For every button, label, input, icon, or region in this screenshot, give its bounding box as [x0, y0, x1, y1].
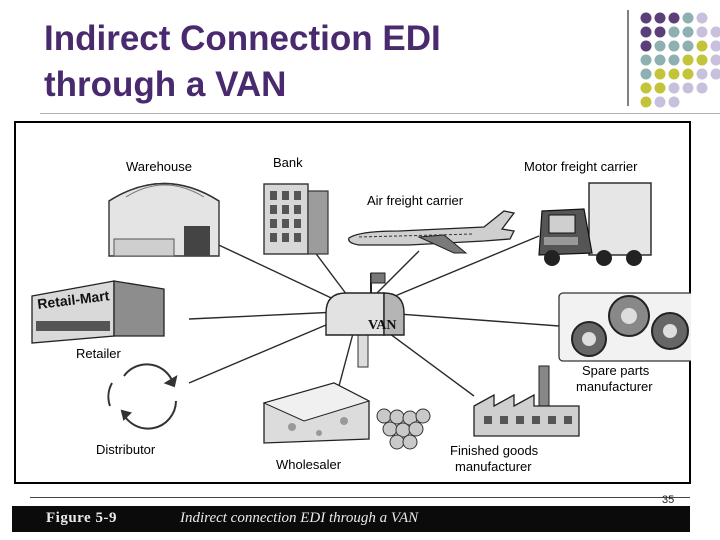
- title-line-1: Indirect Connection EDI: [44, 19, 441, 58]
- gears-icon: [558, 292, 691, 362]
- title-line-2: through a VAN: [44, 65, 287, 104]
- dot-row-7: [640, 96, 680, 108]
- label-retailer: Retailer: [76, 346, 121, 361]
- dot-row-6: [640, 82, 708, 94]
- van-mailbox-icon: VAN: [325, 272, 405, 368]
- bank-icon: [263, 183, 329, 255]
- label-motor-freight: Motor freight carrier: [524, 159, 638, 174]
- page-number: 35: [662, 494, 675, 506]
- truck-icon: [538, 182, 652, 266]
- figure-caption-bar: Figure 5-9 Indirect connection EDI throu…: [12, 506, 690, 532]
- retail-store-icon: Retail-Mart: [31, 280, 165, 344]
- label-air-freight: Air freight carrier: [367, 193, 464, 208]
- van-diagram: Warehouse Bank Air freight carrier Motor…: [31, 155, 691, 474]
- title-divider-vertical: [627, 10, 629, 106]
- caption-rule: [30, 497, 690, 498]
- dot-row-2: [640, 26, 720, 38]
- label-wholesaler: Wholesaler: [276, 457, 342, 472]
- dot-row-4: [640, 54, 720, 66]
- label-distributor: Distributor: [96, 442, 156, 457]
- warehouse-icon: [108, 182, 220, 257]
- decorative-dot-grid: [640, 12, 720, 108]
- cycle-arrows-icon: [107, 363, 178, 430]
- label-spare-parts: Spare parts: [582, 363, 650, 378]
- factory-icon: [473, 365, 580, 437]
- van-hub-label: VAN: [368, 318, 397, 333]
- label-bank: Bank: [273, 155, 303, 170]
- dot-row-3: [640, 40, 720, 52]
- dot-row-5: [640, 68, 720, 80]
- slide-title: Indirect Connection EDI through a VAN: [44, 16, 604, 108]
- title-divider-horizontal: [40, 113, 720, 114]
- figure-caption-text: Indirect connection EDI through a VAN: [180, 510, 419, 526]
- airplane-icon: [348, 210, 516, 254]
- cheese-grapes-icon: [262, 382, 431, 450]
- label-finished-goods-manufacturer: manufacturer: [455, 459, 532, 474]
- label-warehouse: Warehouse: [126, 159, 192, 174]
- figure-number: Figure 5-9: [46, 510, 117, 526]
- dot-row-1: [640, 12, 708, 24]
- label-finished-goods: Finished goods: [450, 443, 539, 458]
- label-spare-parts-manufacturer: manufacturer: [576, 379, 653, 394]
